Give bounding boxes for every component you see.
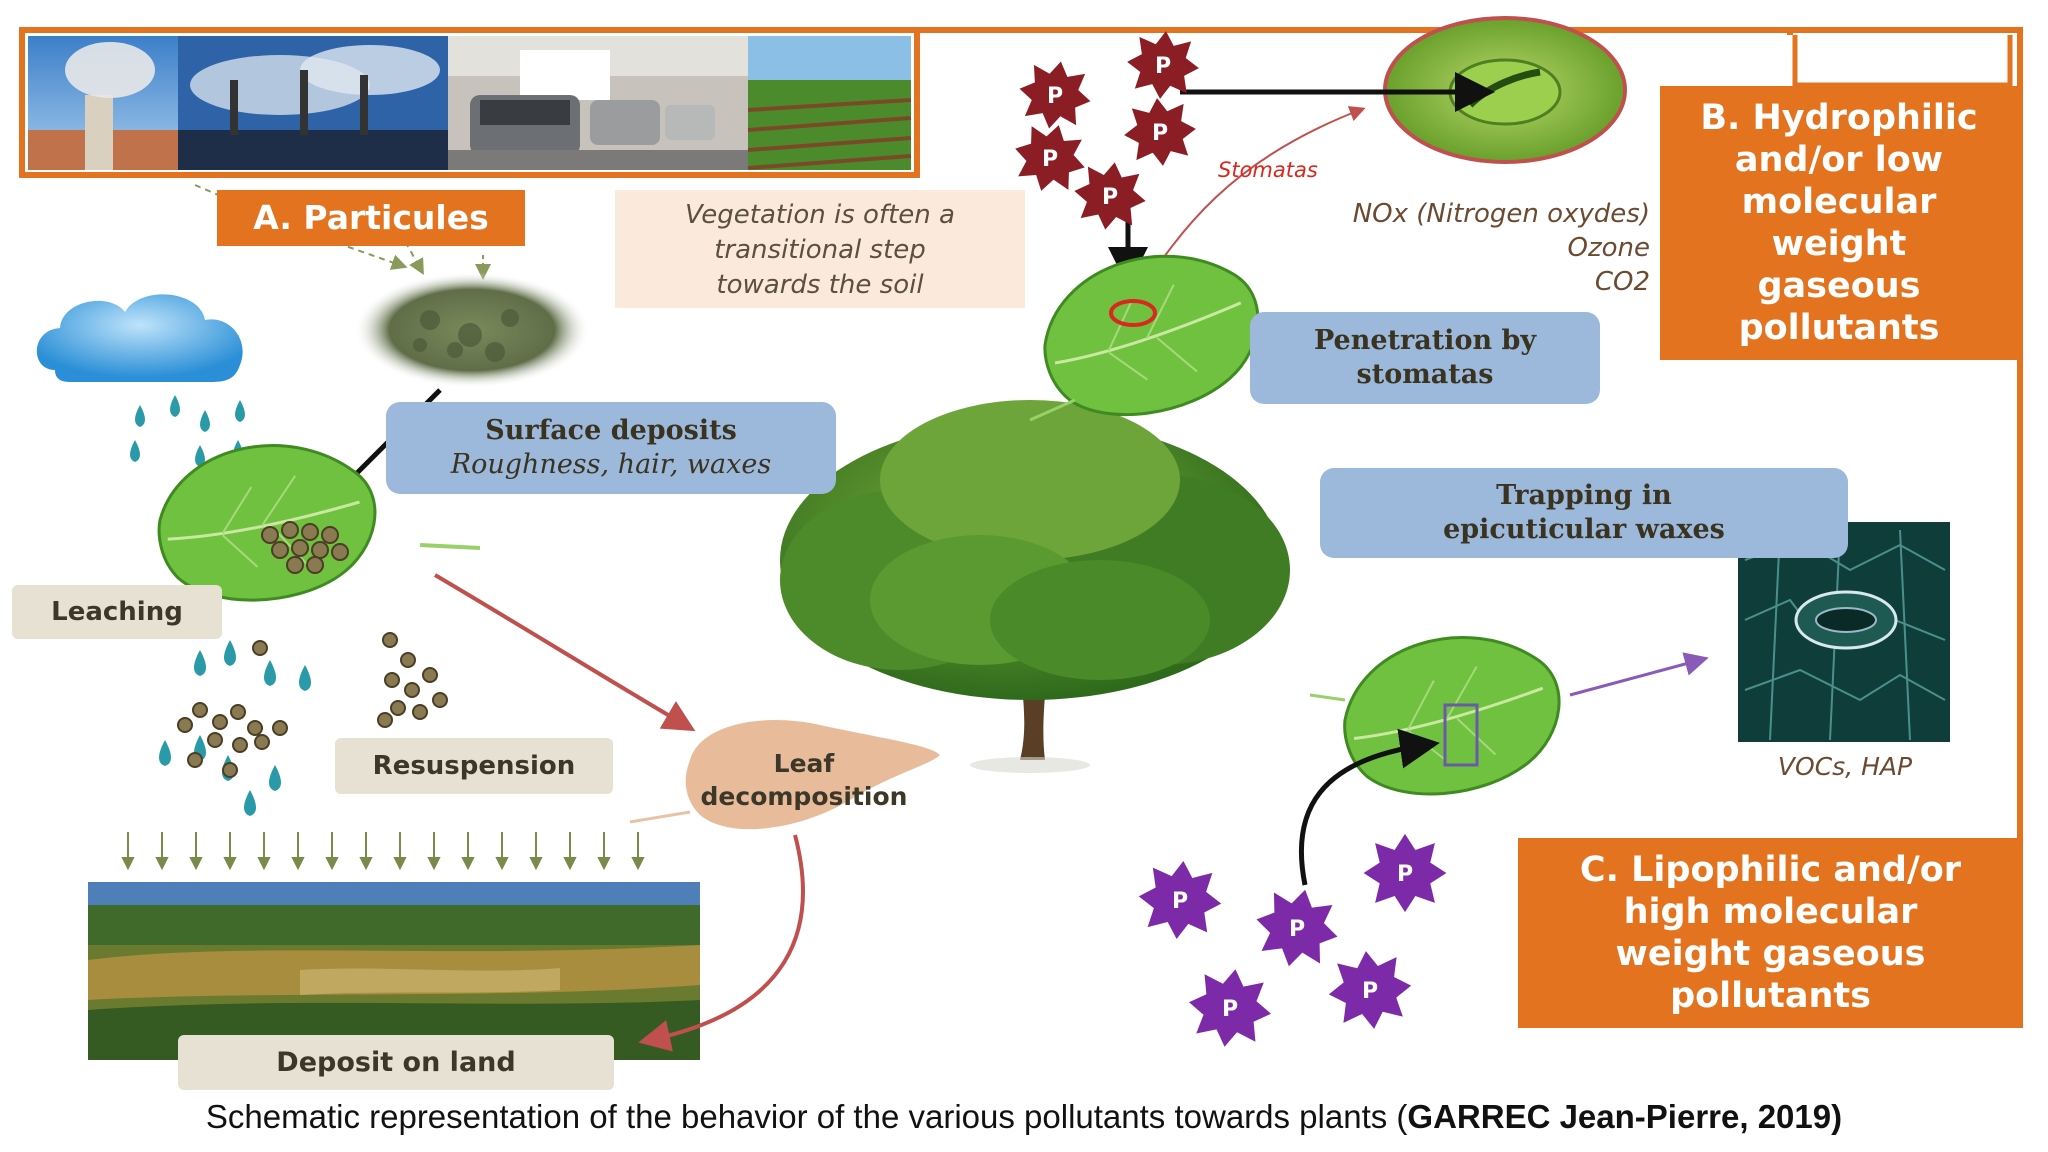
vegetation-note: Vegetation is often a transitional step … xyxy=(620,198,1020,303)
vegetation-note-line: Vegetation is often a xyxy=(685,200,955,230)
trapping-box: Trapping in epicuticular waxes xyxy=(1320,468,1848,558)
penetration-box: Penetration by stomatas xyxy=(1250,312,1600,404)
surface-deposits-subtitle: Roughness, hair, waxes xyxy=(450,449,772,480)
pollutant-label: P xyxy=(1289,917,1305,942)
pollutant-label: P xyxy=(1047,84,1063,109)
leaf-decomposition-line: Leaf xyxy=(773,749,835,778)
surface-deposits-box: Surface deposits Roughness, hair, waxes xyxy=(386,402,836,494)
gas-list: NOx (Nitrogen oxydes) Ozone CO2 xyxy=(1260,198,1650,299)
vegetation-note-line: towards the soil xyxy=(716,270,924,301)
trapping-line: epicuticular waxes xyxy=(1443,514,1725,545)
category-b-line: B. Hydrophilic xyxy=(1700,98,1978,138)
pollutant-label: P xyxy=(1152,121,1168,146)
leaching-label: Leaching xyxy=(12,585,222,639)
particules-label: A. Particules xyxy=(217,190,525,246)
gas-ozone: Ozone xyxy=(1567,232,1651,263)
decomposing-leaf xyxy=(685,720,940,830)
leaf-decomposition-line: decomposition xyxy=(700,781,908,811)
category-b-line: gaseous xyxy=(1757,266,1921,306)
pollutant-label: P xyxy=(1397,862,1413,887)
photo-strip xyxy=(19,27,920,178)
category-b-line: weight xyxy=(1771,224,1907,264)
vegetation-note-line: transitional step xyxy=(714,235,926,266)
pollutant-label: P xyxy=(1155,54,1171,79)
category-b-line: molecular xyxy=(1741,182,1937,222)
trapping-line: Trapping in xyxy=(1496,480,1672,512)
rain-cloud xyxy=(36,294,245,467)
category-c-box: C. Lipophilic and/or high molecular weig… xyxy=(1518,838,2023,1028)
caption-text: Schematic representation of the behavior… xyxy=(205,1098,1408,1135)
category-c-line: high molecular xyxy=(1623,892,1918,932)
category-c-line: C. Lipophilic and/or xyxy=(1579,850,1962,890)
figure-caption: Schematic representation of the behavior… xyxy=(0,1098,2048,1136)
pollutant-label: P xyxy=(1172,889,1188,914)
gas-co2: CO2 xyxy=(1594,266,1650,297)
tree xyxy=(780,400,1290,773)
gas-nox: NOx (Nitrogen oxydes) xyxy=(1352,199,1650,229)
pollutant-label: P xyxy=(1362,979,1378,1004)
category-c-line: weight gaseous xyxy=(1615,934,1926,974)
penetration-line: stomatas xyxy=(1356,359,1494,390)
surface-deposits-title: Surface deposits xyxy=(485,415,737,447)
stomatas-label: Stomatas xyxy=(1218,158,1318,182)
pollutant-label: P xyxy=(1102,185,1118,210)
penetration-line: Penetration by xyxy=(1313,325,1537,357)
pollutant-label: P xyxy=(1222,997,1238,1022)
vocs-hap-label: VOCs, HAP xyxy=(1777,752,1913,781)
leaf-decomposition-label: Leaf decomposition xyxy=(670,748,938,813)
vegetation-note-bg xyxy=(615,190,1025,308)
caption-author: GARREC Jean-Pierre, 2019) xyxy=(1407,1098,1843,1135)
resuspension-label: Resuspension xyxy=(335,738,613,794)
category-b-line: and/or low xyxy=(1734,140,1944,180)
category-b-line: pollutants xyxy=(1738,308,1940,348)
deposit-on-land-label: Deposit on land xyxy=(178,1035,614,1090)
category-b-box: B. Hydrophilic and/or low molecular weig… xyxy=(1660,86,2018,360)
category-c-line: pollutants xyxy=(1670,976,1871,1016)
pollutant-label: P xyxy=(1042,147,1058,172)
